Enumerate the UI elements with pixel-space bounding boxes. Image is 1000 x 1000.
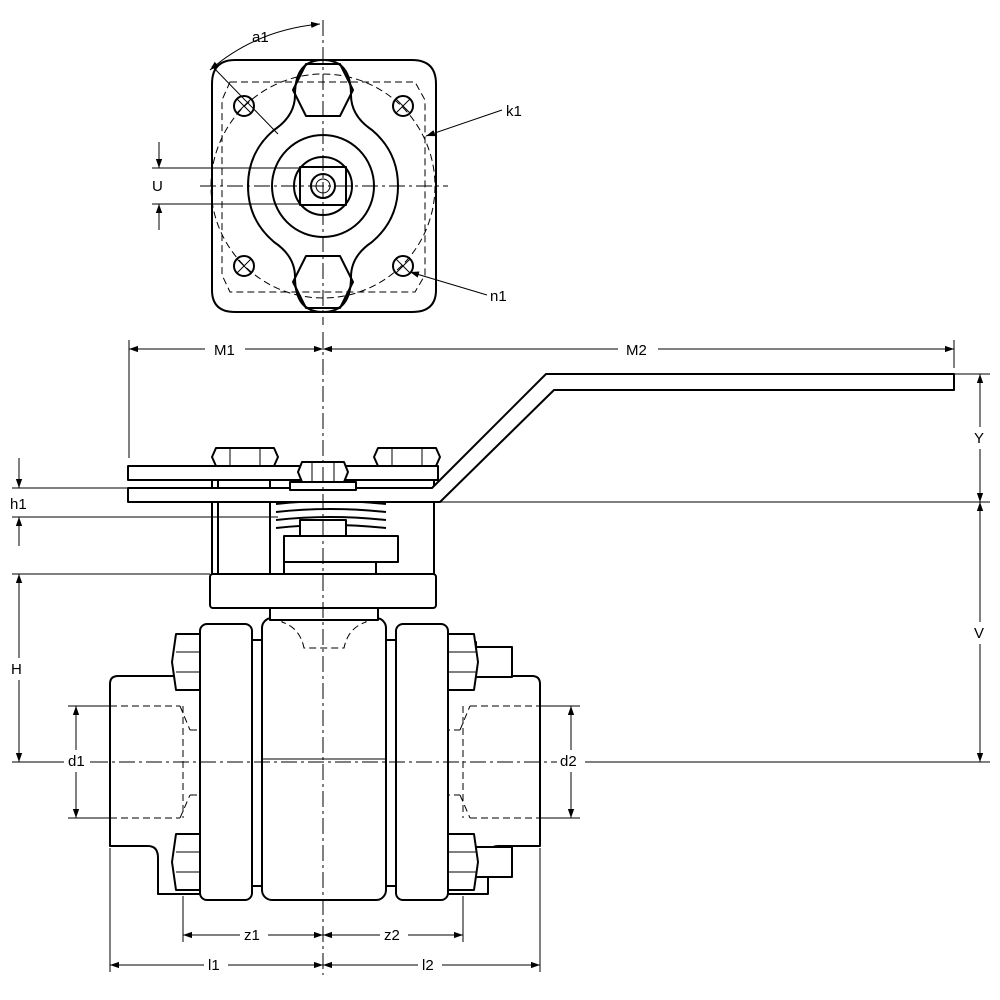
mounting-flange-outline xyxy=(211,59,437,313)
label-d1: d1 xyxy=(68,753,85,770)
gland-washer xyxy=(283,561,377,575)
a1-dimension-arc xyxy=(209,21,321,71)
label-a1: a1 xyxy=(252,29,269,46)
k1-leader xyxy=(425,109,503,137)
label-d2: d2 xyxy=(560,753,577,770)
label-M2: M2 xyxy=(626,342,647,359)
label-n1: n1 xyxy=(490,288,507,305)
a1-diagonal-line xyxy=(211,65,279,135)
label-U: U xyxy=(152,178,163,195)
right-gasket xyxy=(385,639,397,887)
dimensions: M1 M2 Y V h1 H d1 d2 xyxy=(8,338,992,976)
label-Y: Y xyxy=(974,430,984,447)
gland-nut-block xyxy=(283,535,399,563)
label-l2: l2 xyxy=(422,957,434,974)
handle-nut-left xyxy=(211,447,279,467)
mounting-holes xyxy=(233,95,414,277)
label-l1: l1 xyxy=(208,957,220,974)
neck-hidden-contour xyxy=(281,608,367,649)
bottom-hex-nut xyxy=(292,255,354,309)
label-z1: z1 xyxy=(244,927,260,944)
top-view: a1 k1 n1 U xyxy=(152,20,522,325)
handle-nut-right xyxy=(373,447,441,467)
handle-lever xyxy=(127,373,955,503)
label-h1: h1 xyxy=(10,496,27,513)
bolt-circle xyxy=(210,73,436,299)
label-k1: k1 xyxy=(506,103,522,120)
label-M1: M1 xyxy=(214,342,235,359)
label-H: H xyxy=(11,661,22,678)
left-gasket xyxy=(251,639,263,887)
label-V: V xyxy=(974,625,984,642)
top-hex-nut xyxy=(292,63,354,117)
flange-dashed-contour xyxy=(221,81,426,293)
n1-leader xyxy=(409,271,488,296)
front-view xyxy=(92,332,955,975)
label-z2: z2 xyxy=(384,927,400,944)
top-plate xyxy=(127,465,439,481)
